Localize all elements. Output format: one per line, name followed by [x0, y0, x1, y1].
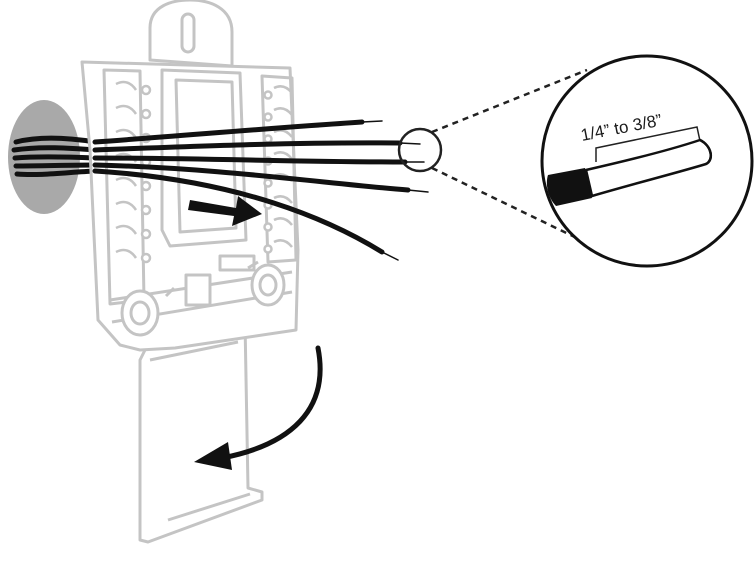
insulated-wire — [546, 168, 592, 206]
right-terminal-screws — [263, 85, 293, 254]
terminal-screw — [115, 200, 152, 216]
terminal-screw — [115, 80, 152, 96]
terminal-screw — [263, 107, 293, 122]
measurement-bracket — [595, 126, 701, 162]
wires-through-plate — [92, 119, 411, 255]
arrow-right-icon — [188, 196, 262, 226]
terminal-screw — [115, 176, 152, 192]
magnified-detail: 1/4” to 3/8” — [540, 54, 754, 268]
curved-arrow-down-left-icon — [194, 345, 323, 470]
terminal-screw — [263, 239, 293, 254]
terminal-screw — [115, 248, 152, 264]
hinged-flap — [138, 304, 264, 544]
terminal-screw — [115, 104, 152, 120]
zoom-lines — [431, 68, 588, 243]
stripped-wire-tips — [361, 120, 429, 261]
mounting-slot — [180, 12, 196, 54]
terminal-screw — [263, 85, 293, 100]
terminal-screw — [263, 217, 293, 232]
terminal-screw — [115, 224, 152, 240]
zoom-source-circle — [397, 127, 443, 173]
